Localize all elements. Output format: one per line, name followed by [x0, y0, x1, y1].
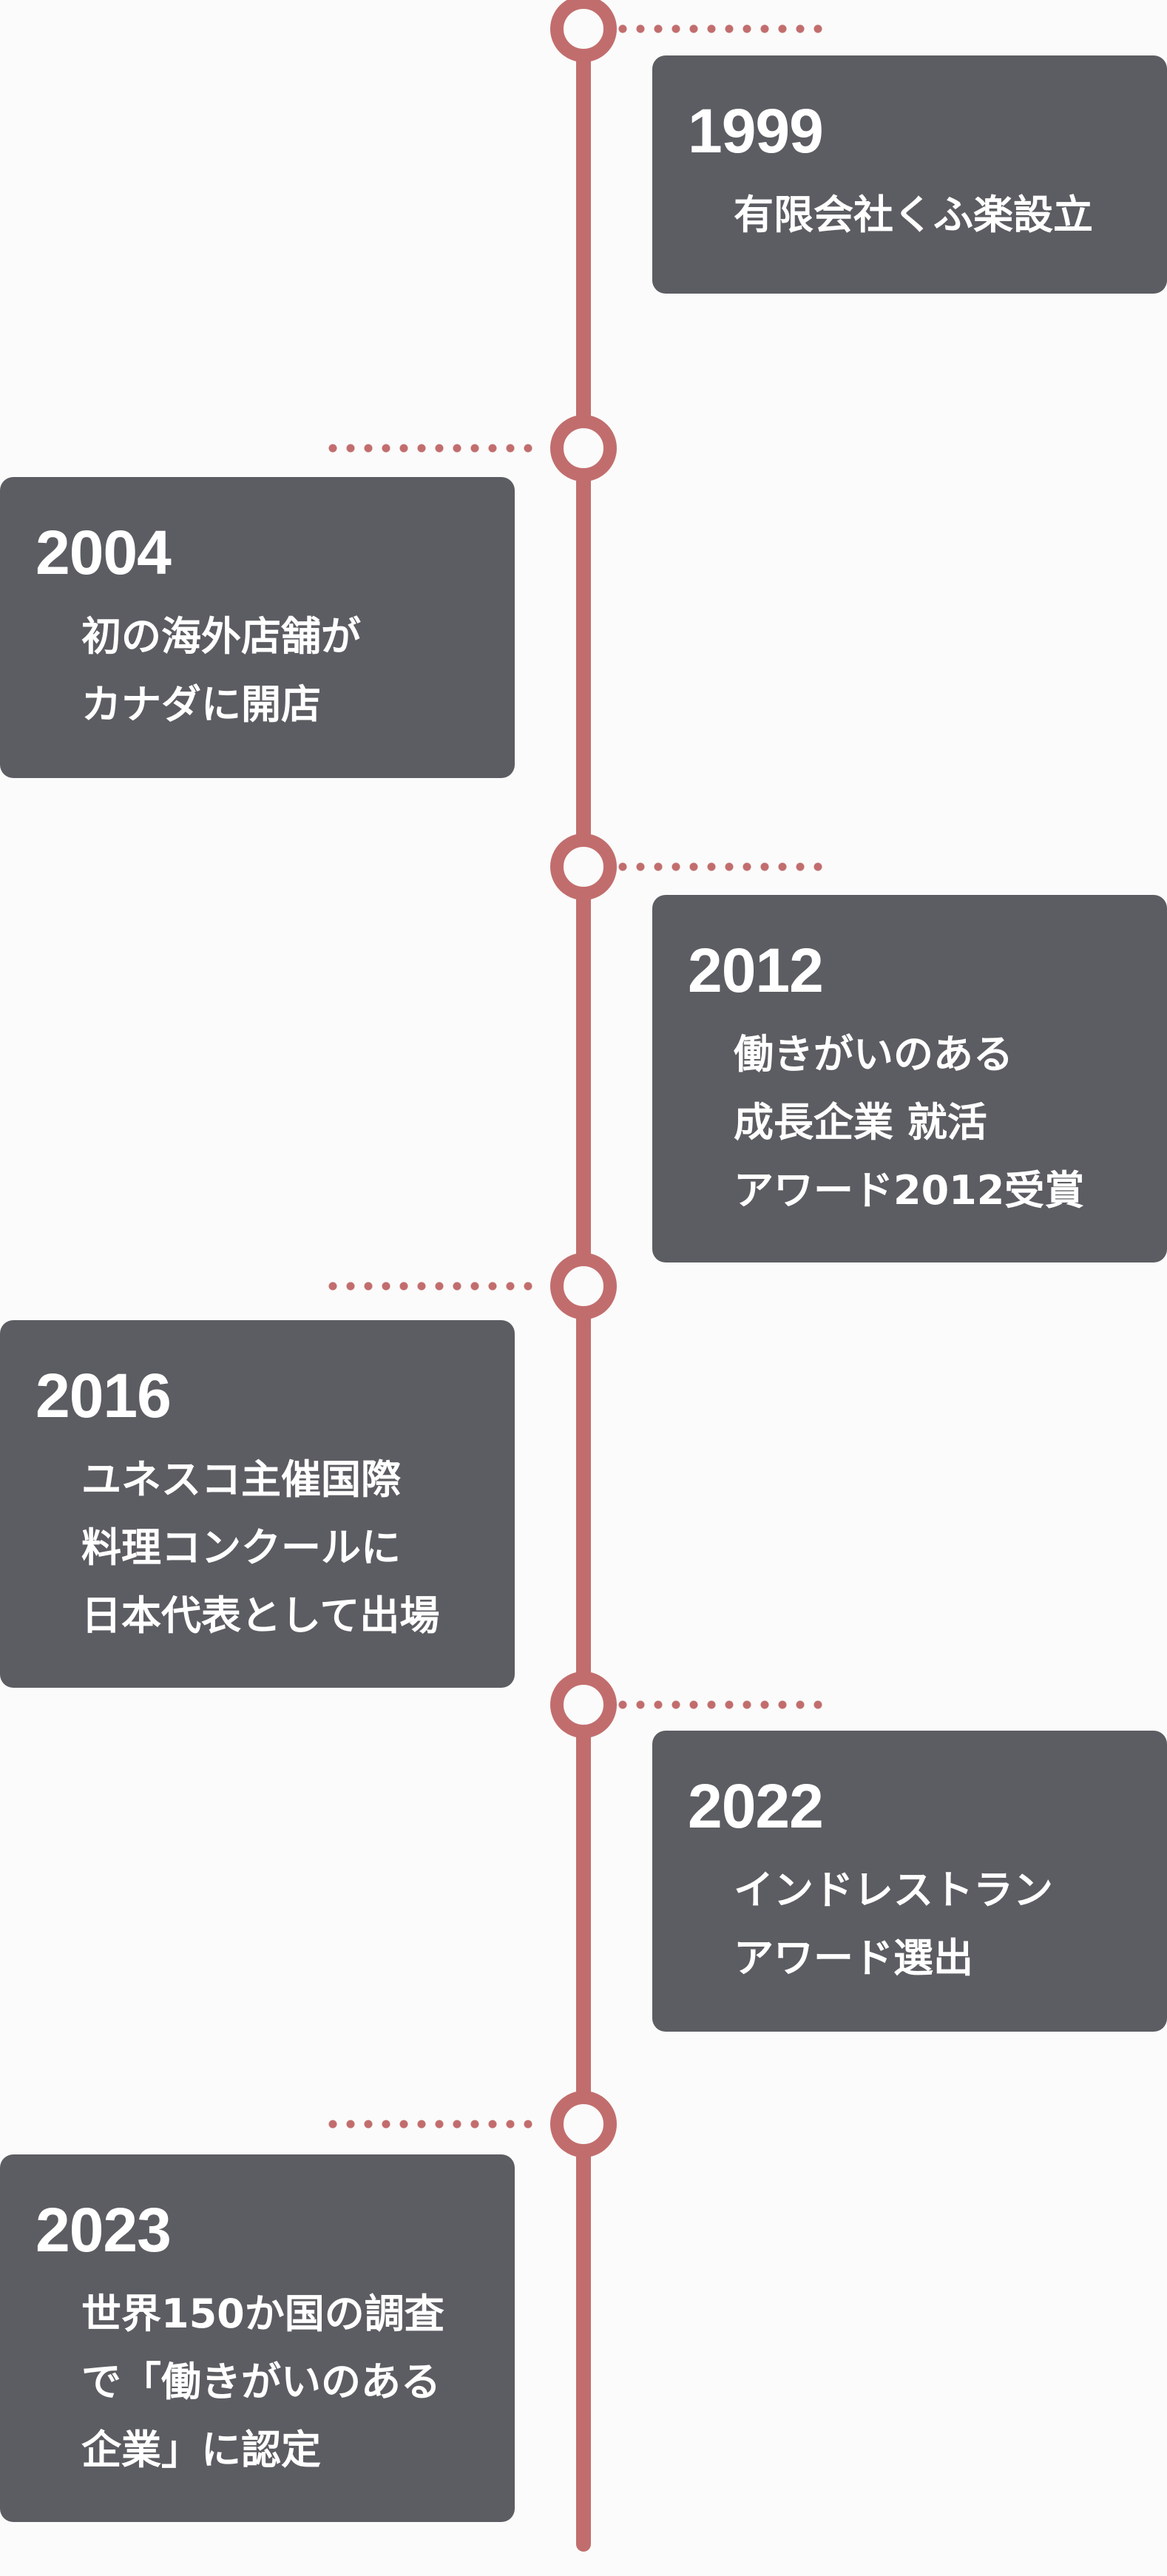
event-description: 世界150か国の調査 で「働きがいのある 企業」に認定	[81, 2291, 444, 2473]
timeline-node	[550, 1671, 617, 1738]
timeline-connector	[614, 24, 830, 33]
event-description: 初の海外店舗が カナダに開店	[81, 613, 361, 728]
timeline-node	[550, 2091, 617, 2157]
event-year: 2016	[35, 1361, 172, 1430]
event-year: 2022	[688, 1771, 824, 1841]
event-description: 働きがいのある 成長企業 就活 アワード2012受賞	[734, 1031, 1085, 1214]
event-description: ユネスコ主催国際 料理コンクールに 日本代表として出場	[81, 1456, 440, 1639]
timeline-card-2012: 2012 働きがいのある 成長企業 就活 アワード2012受賞	[652, 895, 1167, 1262]
timeline-card-2023: 2023 世界150か国の調査 で「働きがいのある 企業」に認定	[0, 2154, 515, 2522]
event-year: 2023	[35, 2195, 172, 2265]
timeline-card-2022: 2022 インドレストラン アワード選出	[652, 1731, 1167, 2032]
timeline-node	[550, 1253, 617, 1319]
timeline-node	[550, 834, 617, 900]
timeline-card-2004: 2004 初の海外店舗が カナダに開店	[0, 477, 515, 778]
timeline-card-2016: 2016 ユネスコ主催国際 料理コンクールに 日本代表として出場	[0, 1320, 515, 1688]
event-year: 1999	[688, 96, 824, 166]
timeline-connector	[614, 1700, 830, 1709]
timeline-node	[550, 415, 617, 481]
event-year: 2004	[35, 518, 172, 587]
timeline-connector	[324, 2120, 540, 2129]
timeline-connector	[614, 862, 830, 871]
event-description: 有限会社くふ楽設立	[734, 192, 1093, 238]
timeline-node	[550, 0, 617, 62]
timeline-card-1999: 1999 有限会社くふ楽設立	[652, 55, 1167, 294]
timeline-connector	[324, 1282, 540, 1291]
event-year: 2012	[688, 936, 824, 1005]
event-description: インドレストラン アワード選出	[734, 1867, 1053, 1981]
timeline-connector	[324, 444, 540, 453]
